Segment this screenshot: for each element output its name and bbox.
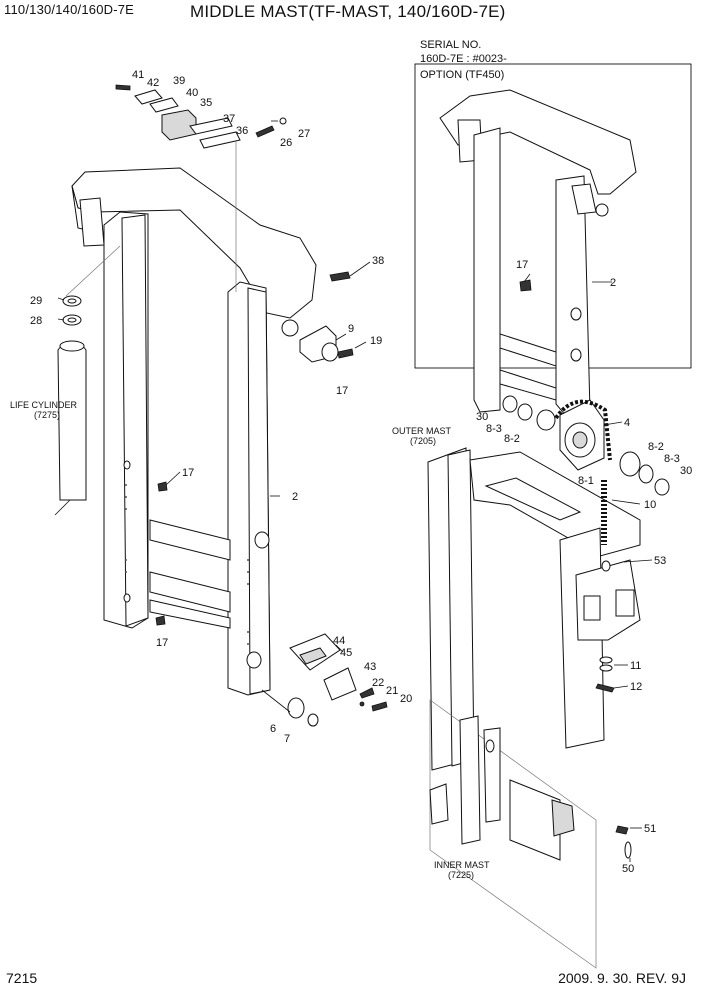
part-label: 9 <box>348 323 354 335</box>
inner-mast-box <box>429 699 632 969</box>
part-label: 26 <box>280 137 292 149</box>
middle-mast-assembly <box>71 167 317 696</box>
page-title: MIDDLE MAST(TF-MAST, 140/160D-7E) <box>190 2 506 21</box>
life-cylinder <box>54 340 87 516</box>
part-label: 44 <box>333 635 345 647</box>
model-header: 110/130/140/160D-7E <box>4 2 135 17</box>
part-label: 30 <box>476 411 488 423</box>
part-label: 17 <box>336 385 348 397</box>
revision-date: 2009. 9. 30. REV. 9J <box>558 970 686 986</box>
part-label: 40 <box>186 87 198 99</box>
right-leaders <box>523 273 653 862</box>
part-label: 8-2 <box>648 441 664 453</box>
lower-left-parts <box>155 481 388 727</box>
part-label: 53 <box>654 555 666 567</box>
part-label: 51 <box>644 823 656 835</box>
part-label: 38 <box>372 255 384 267</box>
inner-mast-code: (7225) <box>448 870 474 880</box>
outer-mast-code: (7205) <box>410 436 436 446</box>
part-label: 17 <box>516 259 528 271</box>
part-label: 50 <box>622 863 634 875</box>
part-label: 17 <box>182 467 194 479</box>
option-mast <box>439 89 637 417</box>
serial-value: 160D-7E : #0023- <box>420 53 507 65</box>
part-label: 8-2 <box>504 433 520 445</box>
page-number: 7215 <box>6 970 38 986</box>
part-label: 12 <box>630 681 642 693</box>
part-label: 29 <box>30 295 42 307</box>
part-label: 43 <box>364 661 376 673</box>
part-label: 28 <box>30 315 42 327</box>
part-label: 27 <box>298 128 310 140</box>
part-label: 7 <box>284 733 290 745</box>
part-label: 17 <box>156 637 168 649</box>
outer-mast <box>427 447 641 771</box>
top-parts <box>62 84 354 363</box>
part-label: 36 <box>236 125 248 137</box>
part-label: 2 <box>610 277 616 289</box>
part-label: 19 <box>370 335 382 347</box>
part-label: 30 <box>680 465 692 477</box>
part-label: 11 <box>630 660 641 672</box>
life-cylinder-label: LIFE CYLINDER <box>10 400 78 410</box>
outer-mast-label: OUTER MAST <box>392 426 452 436</box>
chain-sprocket <box>502 395 670 496</box>
part-label: 8-1 <box>578 475 594 487</box>
part-label: 22 <box>372 677 384 689</box>
part-label: 35 <box>200 97 212 109</box>
option-title: OPTION (TF450) <box>420 69 504 81</box>
part-label: 8-3 <box>664 453 680 465</box>
part-label: 20 <box>400 693 412 705</box>
inner-mast-label: INNER MAST <box>434 860 490 870</box>
part-label: 4 <box>624 417 630 429</box>
left-leaders <box>57 120 371 713</box>
part-label: 6 <box>270 723 276 735</box>
life-cylinder-code: (7275) <box>34 410 60 420</box>
part-label: 39 <box>173 75 185 87</box>
part-label: 21 <box>386 685 398 697</box>
serial-label: SERIAL NO. <box>420 39 481 51</box>
part-label: 42 <box>147 77 159 89</box>
part-label: 45 <box>340 647 352 659</box>
option-box <box>414 63 692 369</box>
part-label: 37 <box>223 113 235 125</box>
part-label: 41 <box>132 69 144 81</box>
part-label: 8-3 <box>486 423 502 435</box>
part-label: 2 <box>292 491 298 503</box>
part-label: 10 <box>644 499 656 511</box>
part-number-labels: 41 42 39 40 35 37 36 26 27 38 29 28 9 19… <box>30 69 692 875</box>
